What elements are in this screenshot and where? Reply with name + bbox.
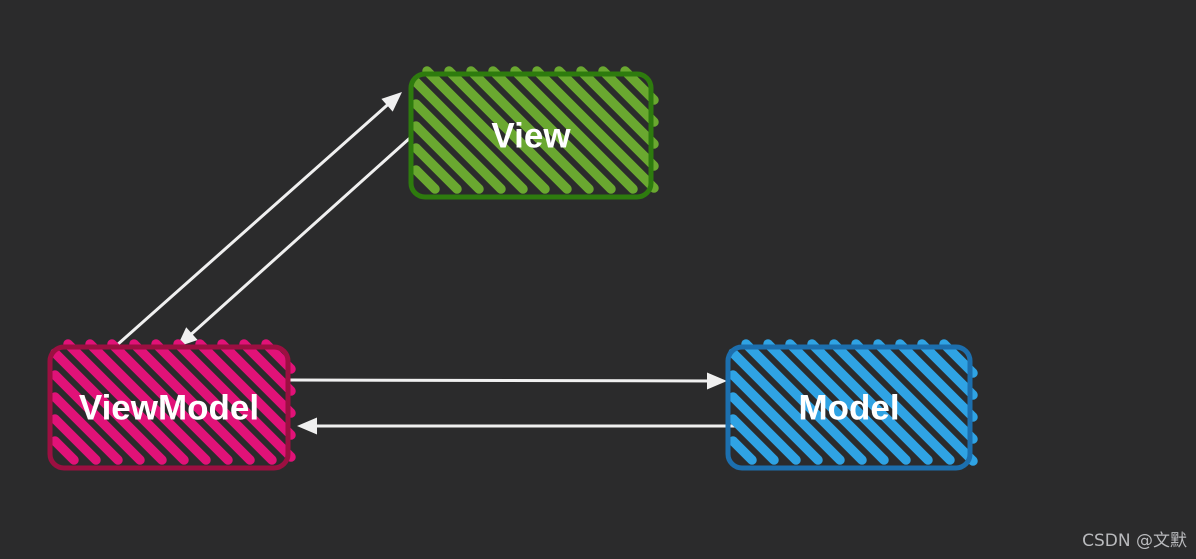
node-viewmodel[interactable]: ViewModel [47, 339, 296, 471]
viewmodel-stripes [50, 339, 296, 465]
arrow-model-to-viewmodel [297, 417, 739, 435]
model-label: Model [798, 389, 899, 428]
view-stripes [411, 66, 659, 194]
model-border [725, 344, 973, 471]
watermark: CSDN @文默 [1082, 531, 1187, 551]
viewmodel-label: ViewModel [79, 389, 259, 428]
model-stripes [728, 339, 978, 466]
view-label: View [491, 117, 571, 156]
arrow-viewmodel-to-model [288, 372, 727, 390]
arrow-view-to-viewmodel [177, 135, 413, 347]
node-view[interactable]: View [408, 66, 659, 200]
node-model[interactable]: Model [725, 339, 978, 471]
viewmodel-border [47, 344, 291, 471]
view-border [408, 71, 654, 200]
arrow-viewmodel-to-view [115, 92, 402, 347]
